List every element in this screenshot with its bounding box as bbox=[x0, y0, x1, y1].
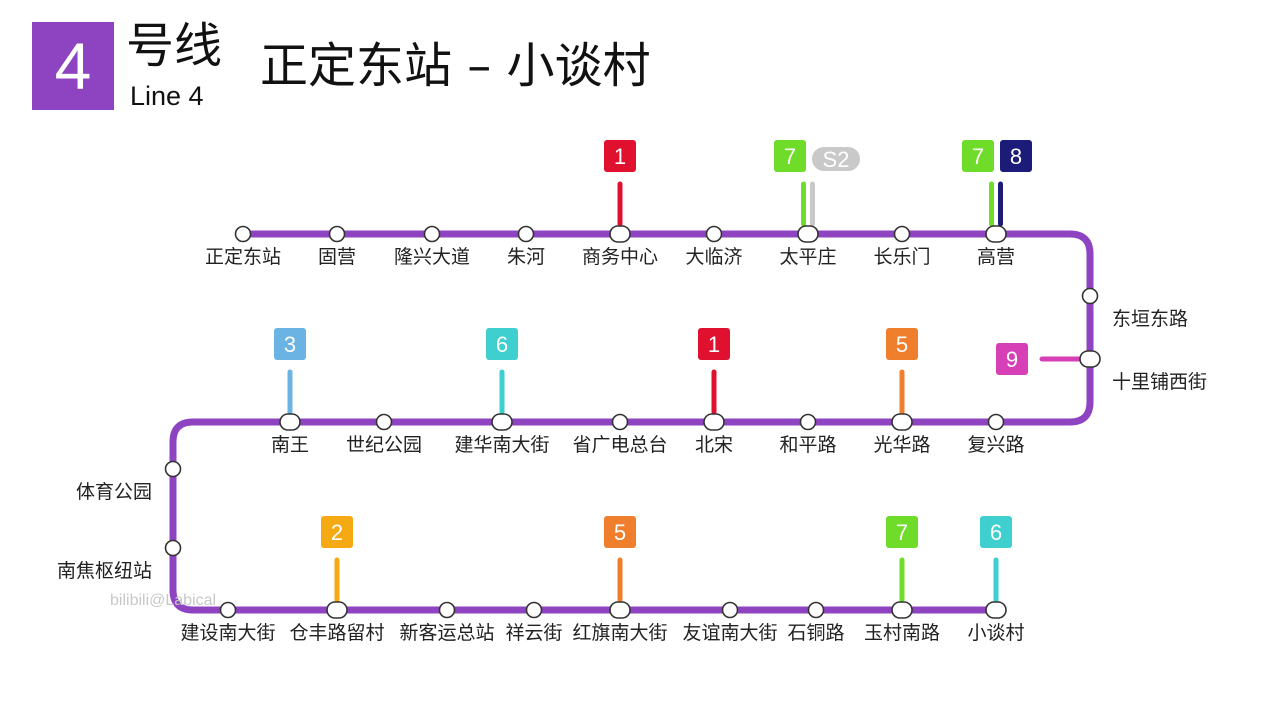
station-name: 新客运总站 bbox=[399, 622, 494, 644]
line-name-en: Line 4 bbox=[130, 81, 204, 111]
transfer-line-number: S2 bbox=[823, 147, 850, 172]
interchange-station-marker bbox=[279, 413, 301, 431]
station-marker bbox=[517, 225, 535, 243]
transfer-line-badge bbox=[274, 328, 306, 360]
station-name: 和平路 bbox=[779, 434, 836, 456]
station-name: 玉村南路 bbox=[864, 622, 940, 644]
transfer-line-badge bbox=[604, 516, 636, 548]
station-name: 南焦枢纽站 bbox=[57, 560, 152, 582]
transfer-line-badge bbox=[886, 328, 918, 360]
station-name: 东垣东路 bbox=[1112, 308, 1188, 330]
transfer-line-badge bbox=[604, 140, 636, 172]
transfer-line-badge bbox=[774, 140, 806, 172]
transfer-line-badge bbox=[321, 516, 353, 548]
station-name: 石铜路 bbox=[787, 622, 844, 644]
line-4-track bbox=[169, 230, 1094, 614]
transfer-line-number: 7 bbox=[972, 144, 984, 169]
station-marker bbox=[705, 225, 723, 243]
interchange-station-marker bbox=[797, 225, 819, 243]
station-name: 商务中心 bbox=[582, 246, 658, 268]
station-marker bbox=[234, 225, 252, 243]
transfer-line-number: 6 bbox=[990, 520, 1002, 545]
transfer-line-badge bbox=[962, 140, 994, 172]
line-number-badge: 4 bbox=[32, 22, 114, 110]
station-name: 建华南大街 bbox=[454, 434, 549, 456]
station-marker bbox=[799, 413, 817, 431]
station-name: 隆兴大道 bbox=[394, 246, 470, 268]
interchange-station-marker bbox=[891, 601, 913, 619]
station-name: 南王 bbox=[271, 434, 309, 456]
interchange-station-marker bbox=[891, 413, 913, 431]
interchange-station-marker bbox=[609, 225, 631, 243]
station-name: 十里铺西街 bbox=[1112, 371, 1207, 393]
station-name: 祥云街 bbox=[505, 622, 562, 644]
station-name: 小谈村 bbox=[967, 622, 1024, 644]
transfer-line-badge bbox=[1000, 140, 1032, 172]
station-name: 世纪公园 bbox=[346, 434, 422, 456]
transfer-line-number: 3 bbox=[284, 332, 296, 357]
station-marker bbox=[328, 225, 346, 243]
station-name: 北宋 bbox=[695, 434, 733, 456]
station-name: 体育公园 bbox=[76, 481, 152, 503]
interchange-station-marker bbox=[609, 601, 631, 619]
transfer-line-number: 6 bbox=[496, 332, 508, 357]
station-name: 红旗南大街 bbox=[572, 622, 667, 644]
station-name: 复兴路 bbox=[967, 434, 1024, 456]
transfer-line-number: 1 bbox=[614, 144, 626, 169]
station-marker bbox=[438, 601, 456, 619]
station-name: 省广电总台 bbox=[572, 434, 667, 456]
transfer-line-number: 2 bbox=[331, 520, 343, 545]
station-name: 仓丰路留村 bbox=[289, 622, 384, 644]
station-marker bbox=[893, 225, 911, 243]
line-name-cn: 号线 bbox=[126, 18, 223, 74]
station-marker bbox=[1081, 287, 1099, 305]
station-marker bbox=[164, 539, 182, 557]
transfer-line-badge bbox=[996, 343, 1028, 375]
watermark: bilibili@Labical bbox=[110, 592, 217, 609]
station-marker bbox=[807, 601, 825, 619]
transfer-line-badge bbox=[698, 328, 730, 360]
transfer-line-number: 9 bbox=[1006, 347, 1018, 372]
station-marker bbox=[611, 413, 629, 431]
interchange-station-marker bbox=[703, 413, 725, 431]
transfer-line-number: 1 bbox=[708, 332, 720, 357]
interchange-station-marker bbox=[985, 225, 1007, 243]
transfer-line-badge bbox=[486, 328, 518, 360]
route-title: 正定东站 – 小谈村 bbox=[260, 38, 651, 94]
station-marker bbox=[525, 601, 543, 619]
transfer-line-badge bbox=[886, 516, 918, 548]
station-name: 固营 bbox=[318, 246, 356, 268]
station-name: 正定东站 bbox=[205, 246, 281, 268]
station-marker bbox=[219, 601, 237, 619]
station-marker bbox=[987, 413, 1005, 431]
transfer-line-number: 7 bbox=[896, 520, 908, 545]
interchange-station-marker bbox=[1079, 350, 1101, 368]
station-marker bbox=[423, 225, 441, 243]
station-name: 太平庄 bbox=[779, 246, 836, 268]
transfer-line-number: 8 bbox=[1010, 144, 1022, 169]
station-name: 大临济 bbox=[685, 246, 742, 268]
transfer-line-number: 5 bbox=[614, 520, 626, 545]
station-marker bbox=[375, 413, 393, 431]
station-name: 长乐门 bbox=[873, 246, 930, 268]
transfer-line-number: 7 bbox=[784, 144, 796, 169]
station-name: 朱河 bbox=[507, 246, 545, 268]
transfer-line-badge bbox=[980, 516, 1012, 548]
station-name: 建设南大街 bbox=[180, 622, 275, 644]
interchange-station-marker bbox=[326, 601, 348, 619]
station-marker bbox=[721, 601, 739, 619]
transfer-line-badge bbox=[812, 147, 860, 171]
station-name: 高营 bbox=[977, 246, 1015, 268]
station-name: 光华路 bbox=[873, 434, 930, 456]
station-marker bbox=[164, 460, 182, 478]
station-name: 友谊南大街 bbox=[682, 622, 777, 644]
interchange-station-marker bbox=[985, 601, 1007, 619]
interchange-station-marker bbox=[491, 413, 513, 431]
transfer-line-number: 5 bbox=[896, 332, 908, 357]
